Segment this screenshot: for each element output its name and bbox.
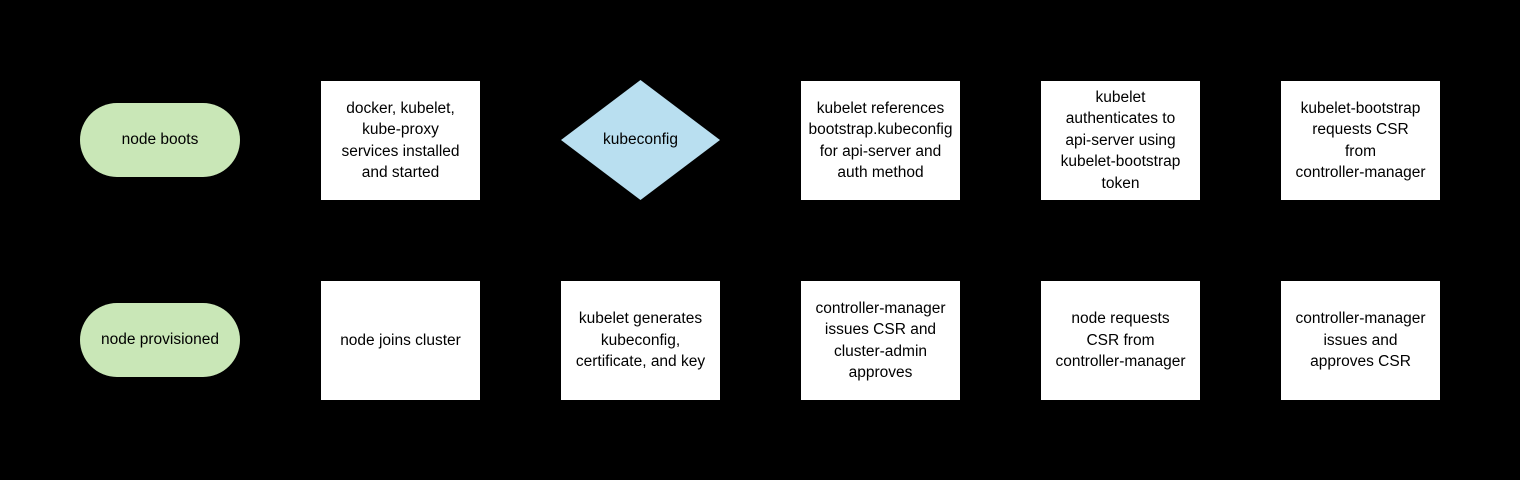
flow-node-kubeconfig[interactable]: kubeconfig (561, 80, 720, 200)
flow-node-label: kubelet references bootstrap.kubeconfig … (808, 99, 953, 182)
flow-node-label: node joins cluster (340, 331, 461, 349)
flow-node-kubelet-references-bootstrap[interactable]: kubelet references bootstrap.kubeconfig … (801, 81, 960, 200)
flow-node-label: node requests CSR from controller-manage… (1055, 310, 1186, 371)
flow-node-label: kubelet-bootstrap requests CSR from cont… (1295, 99, 1426, 182)
flow-node-kubelet-authenticates[interactable]: kubelet authenticates to api-server usin… (1041, 81, 1200, 200)
flow-node-label: node boots (121, 131, 199, 149)
flow-node-label: docker, kubelet, kube-proxy services ins… (341, 99, 460, 182)
flow-node-kubelet-bootstrap-requests-csr[interactable]: kubelet-bootstrap requests CSR from cont… (1281, 81, 1440, 200)
flow-node-node-provisioned[interactable]: node provisioned (80, 303, 240, 377)
flow-node-controller-manager-issues-csr[interactable]: controller-manager issues CSR and cluste… (801, 281, 960, 400)
flow-node-label: controller-manager issues and approves C… (1295, 310, 1426, 371)
flow-node-controller-manager-approves-csr[interactable]: controller-manager issues and approves C… (1281, 281, 1440, 400)
flow-node-label: kubelet generates kubeconfig, certificat… (575, 310, 706, 371)
flow-node-label: kubelet authenticates to api-server usin… (1060, 88, 1181, 192)
flow-node-node-requests-csr[interactable]: node requests CSR from controller-manage… (1041, 281, 1200, 400)
flow-node-label: kubeconfig (603, 131, 678, 149)
flow-node-node-joins-cluster[interactable]: node joins cluster (321, 281, 480, 400)
flow-node-node-boots[interactable]: node boots (80, 103, 240, 177)
flow-node-kubelet-generates-kubeconfig[interactable]: kubelet generates kubeconfig, certificat… (561, 281, 720, 400)
flow-node-label: node provisioned (100, 331, 220, 349)
flow-node-services-installed[interactable]: docker, kubelet, kube-proxy services ins… (321, 81, 480, 200)
flow-node-label: controller-manager issues CSR and cluste… (815, 299, 946, 382)
